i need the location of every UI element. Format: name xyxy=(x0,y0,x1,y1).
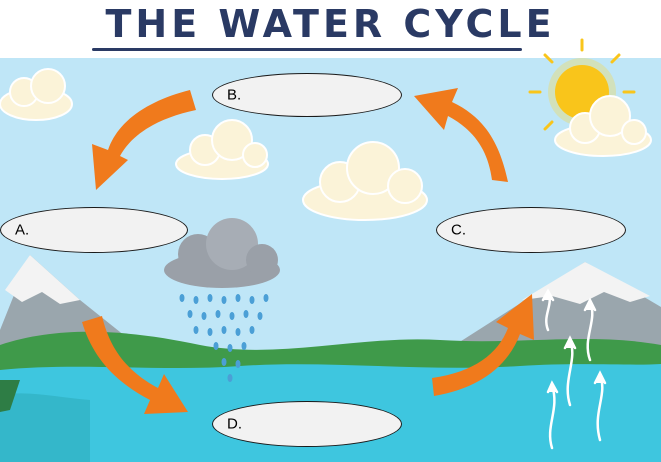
riverbank xyxy=(0,380,20,412)
arrow-bottom-left-icon xyxy=(82,316,188,414)
rain-cloud-icon xyxy=(164,218,280,288)
cloud-icon xyxy=(302,141,428,221)
cloud-icon xyxy=(175,119,269,180)
cloud-icon xyxy=(0,68,73,121)
answer-box-c[interactable]: C. xyxy=(436,207,626,253)
answer-label-a: A. xyxy=(15,221,30,239)
answer-box-b[interactable]: B. xyxy=(212,73,402,117)
arrow-top-right-icon xyxy=(414,88,508,182)
arrow-top-left-icon xyxy=(92,90,196,190)
answer-label-c: C. xyxy=(451,221,466,239)
answer-label-b: B. xyxy=(227,86,242,104)
evaporation-arrows-icon xyxy=(541,288,607,450)
arrow-bottom-right-icon xyxy=(432,294,534,396)
cloud-icon xyxy=(554,95,652,157)
answer-box-d[interactable]: D. xyxy=(212,401,402,447)
page-title: THE WATER CYCLE xyxy=(105,2,556,46)
title-underline xyxy=(92,48,522,51)
answer-label-d: D. xyxy=(227,415,242,433)
answer-box-a[interactable]: A. xyxy=(0,207,188,253)
water-shadow xyxy=(0,393,90,462)
rain-drops-icon xyxy=(179,294,269,382)
